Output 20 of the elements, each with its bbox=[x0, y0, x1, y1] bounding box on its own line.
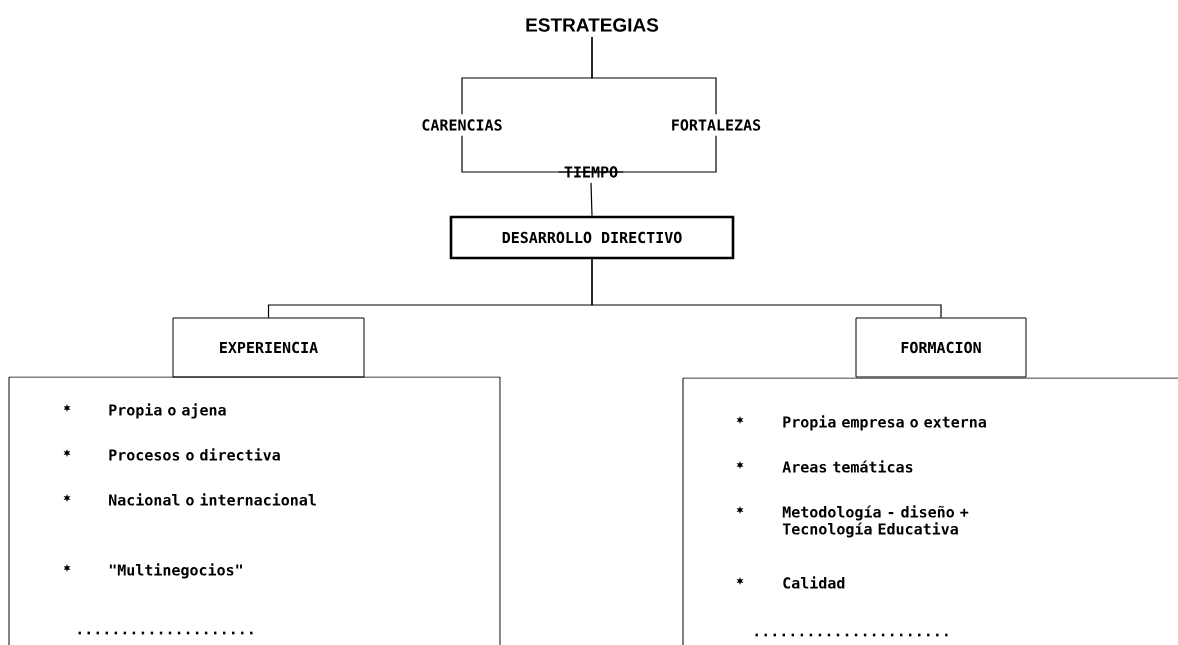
title-box: DESARROLLO DIRECTIVO bbox=[449, 215, 735, 260]
list-item: Metodología - diseño + Tecnología Educativa bbox=[736, 505, 969, 538]
list-item: Areas temáticas bbox=[736, 460, 913, 473]
connector-line bbox=[591, 258, 942, 319]
branch-label: FORTALEZAS bbox=[672, 119, 761, 131]
ellipsis-dots: .................... bbox=[78, 631, 253, 635]
list-item: Propia o ajena bbox=[63, 403, 226, 419]
list-item: Procesos o directiva bbox=[63, 448, 280, 461]
connector-line bbox=[558, 135, 717, 173]
list-item: Nacional o internacional bbox=[63, 493, 316, 506]
heading-text: ESTRATEGIAS bbox=[526, 18, 659, 32]
branch-label: CARENCIAS bbox=[422, 119, 502, 131]
connector-line bbox=[591, 36, 717, 115]
category-box: FORMACION bbox=[855, 317, 1027, 378]
category-box: EXPERIENCIA bbox=[172, 317, 365, 378]
connector-line bbox=[590, 182, 593, 217]
list-item: Calidad bbox=[736, 576, 845, 589]
ellipsis-dots: ...................... bbox=[755, 633, 948, 637]
list-item: "Multinegocios" bbox=[63, 563, 242, 579]
list-item: Propia empresa o externa bbox=[736, 415, 986, 431]
